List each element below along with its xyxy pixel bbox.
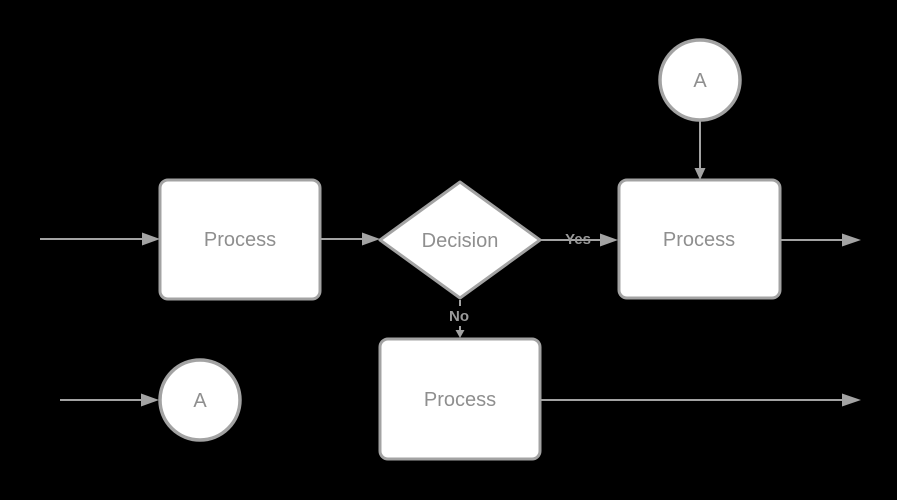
edge-start-to-process1[interactable] (40, 232, 160, 246)
arrowhead-icon (142, 232, 160, 246)
arrowhead-icon (842, 233, 861, 247)
decision-diamond (378, 180, 542, 300)
arrowhead-icon (141, 393, 159, 407)
node-decision-1[interactable]: Decision (378, 180, 542, 300)
connector-circle (158, 358, 242, 442)
arrowhead-icon (600, 233, 618, 247)
node-label: A (693, 70, 707, 92)
node-connector-a-top[interactable]: A (658, 38, 742, 122)
arrowhead-icon (842, 393, 861, 407)
connector-circle (658, 38, 742, 122)
arrowhead-icon (694, 168, 706, 180)
edge-label-no: No (449, 308, 469, 325)
node-label: Decision (422, 230, 499, 252)
process-rectangle (158, 178, 322, 301)
node-process-3[interactable]: Process (378, 337, 542, 461)
process-rectangle (378, 337, 542, 461)
node-connector-a-bottom[interactable]: A (158, 358, 242, 442)
node-label: Process (424, 389, 496, 411)
node-label: A (193, 390, 207, 412)
node-label: Process (204, 229, 276, 251)
edge-decision-to-process3[interactable]: No (449, 300, 469, 338)
edge-start-to-connector-bottom[interactable] (60, 393, 159, 407)
arrowhead-icon (362, 232, 380, 246)
node-process-1[interactable]: Process (158, 178, 322, 301)
edge-connector-top-to-process2[interactable] (694, 120, 706, 180)
edge-process2-to-exit[interactable] (780, 233, 861, 247)
edge-decision-to-process2[interactable]: Yes (540, 231, 618, 248)
process-rectangle (617, 178, 782, 300)
node-label: Process (663, 229, 735, 251)
edge-process3-to-exit[interactable] (540, 393, 861, 407)
edge-label-yes: Yes (565, 231, 591, 248)
edge-process1-to-decision[interactable] (320, 232, 380, 246)
node-process-2[interactable]: Process (617, 178, 782, 300)
arrowhead-icon (455, 330, 465, 338)
